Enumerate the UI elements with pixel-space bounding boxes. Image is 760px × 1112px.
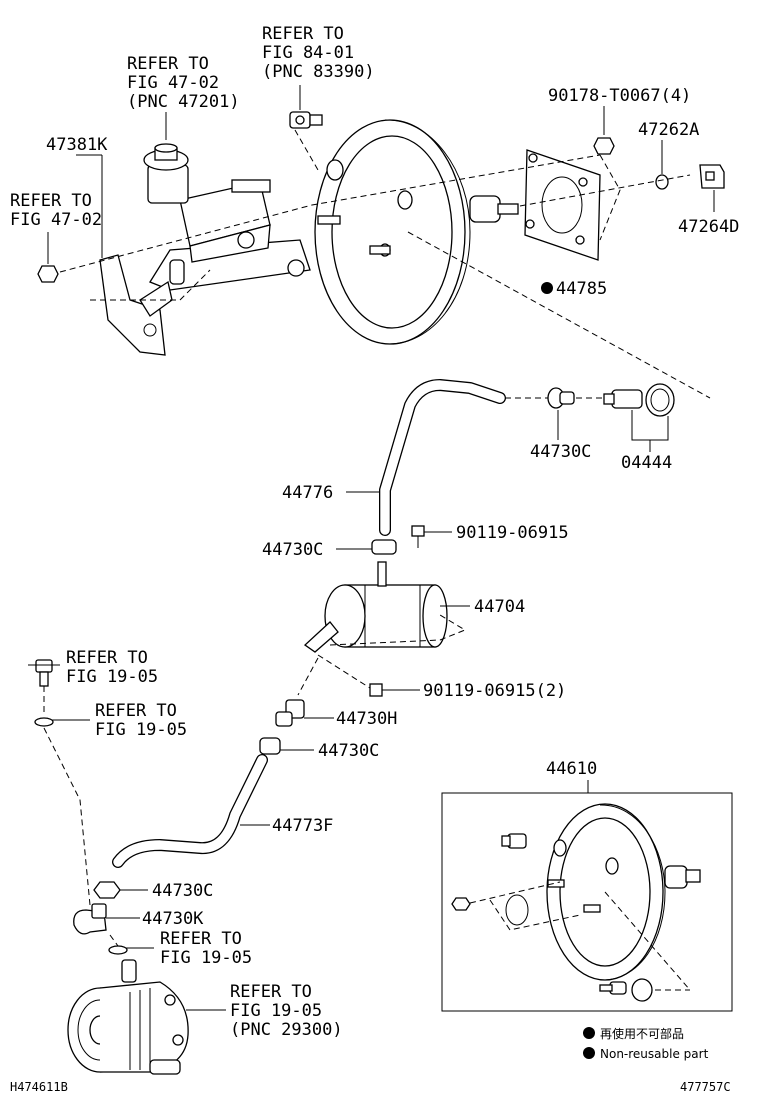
label-refer-47-02-pnc: REFER TO FIG 47-02 (PNC 47201) xyxy=(127,54,240,112)
washer-lower xyxy=(108,945,128,955)
label-refer-19-05-pnc: REFER TO FIG 19-05 (PNC 29300) xyxy=(230,982,343,1040)
legend-text-en: Non-reusable part xyxy=(600,1047,709,1061)
label-44730h: 44730H xyxy=(336,709,397,729)
label-refer-19-05-b: REFER TO FIG 19-05 xyxy=(95,701,187,740)
clip-44730c-bottom xyxy=(93,881,121,899)
washer-47262a xyxy=(655,174,669,190)
washer-19-05 xyxy=(34,717,54,727)
non-reusable-marker-44785 xyxy=(541,282,553,294)
bolt-19-05 xyxy=(35,659,53,687)
label-44610: 44610 xyxy=(546,759,597,779)
label-44730c-mid: 44730C xyxy=(262,540,323,560)
hose-44773f xyxy=(112,754,268,868)
leader-lines xyxy=(28,85,715,1011)
label-44785: 44785 xyxy=(556,279,607,299)
legend-text-jp: 再使用不可部品 xyxy=(600,1026,684,1041)
nut-90178 xyxy=(593,137,615,155)
vacuum-tank-44704 xyxy=(303,561,448,653)
label-47262a: 47262A xyxy=(638,120,699,140)
bracket-47381k xyxy=(99,254,173,356)
clip-44730c-mid xyxy=(371,539,397,555)
label-04444: 04444 xyxy=(621,453,672,473)
label-refer-47-02: REFER TO FIG 47-02 xyxy=(10,191,102,230)
clip-44730c-low xyxy=(259,737,281,755)
label-44704: 44704 xyxy=(474,597,525,617)
label-90119-a: 90119-06915 xyxy=(456,523,569,543)
label-44730c-top: 44730C xyxy=(530,442,591,462)
vacuum-pump xyxy=(67,959,189,1075)
label-44730c-low: 44730C xyxy=(318,741,379,761)
gasket-44785 xyxy=(524,149,601,261)
figure-code-right: 477757C xyxy=(680,1080,731,1094)
union-44730k xyxy=(73,903,107,935)
assembly-box-44610 xyxy=(441,792,733,1012)
clip-44730c-top xyxy=(547,387,575,409)
brake-booster-top xyxy=(314,119,519,345)
label-refer-84-01: REFER TO FIG 84-01 (PNC 83390) xyxy=(262,24,375,82)
label-44730c-bottom: 44730C xyxy=(152,881,213,901)
label-44730k: 44730K xyxy=(142,909,204,929)
label-44776: 44776 xyxy=(282,483,333,503)
label-47264d: 47264D xyxy=(678,217,739,237)
master-cylinder xyxy=(143,143,311,291)
vacuum-hose-44776 xyxy=(379,379,506,536)
label-47381k: 47381K xyxy=(46,135,108,155)
label-refer-19-05-a: REFER TO FIG 19-05 xyxy=(66,648,158,687)
label-refer-19-05-c: REFER TO FIG 19-05 xyxy=(160,929,252,968)
label-90119-b: 90119-06915(2) xyxy=(423,681,566,701)
connector-44730h xyxy=(275,699,305,727)
legend: 再使用不可部品 Non-reusable part xyxy=(583,1026,709,1061)
nut-left xyxy=(37,265,59,283)
bolt-90119-a xyxy=(411,525,425,548)
check-valve-04444 xyxy=(603,383,675,417)
label-90178: 90178-T0067(4) xyxy=(548,86,691,106)
legend-dot-jp xyxy=(583,1027,595,1039)
switch-83390 xyxy=(289,111,323,129)
figure-code-left: H474611B xyxy=(10,1080,68,1094)
label-44773f: 44773F xyxy=(272,816,333,836)
legend-dot-en xyxy=(583,1047,595,1059)
bolt-90119-b xyxy=(369,683,398,697)
